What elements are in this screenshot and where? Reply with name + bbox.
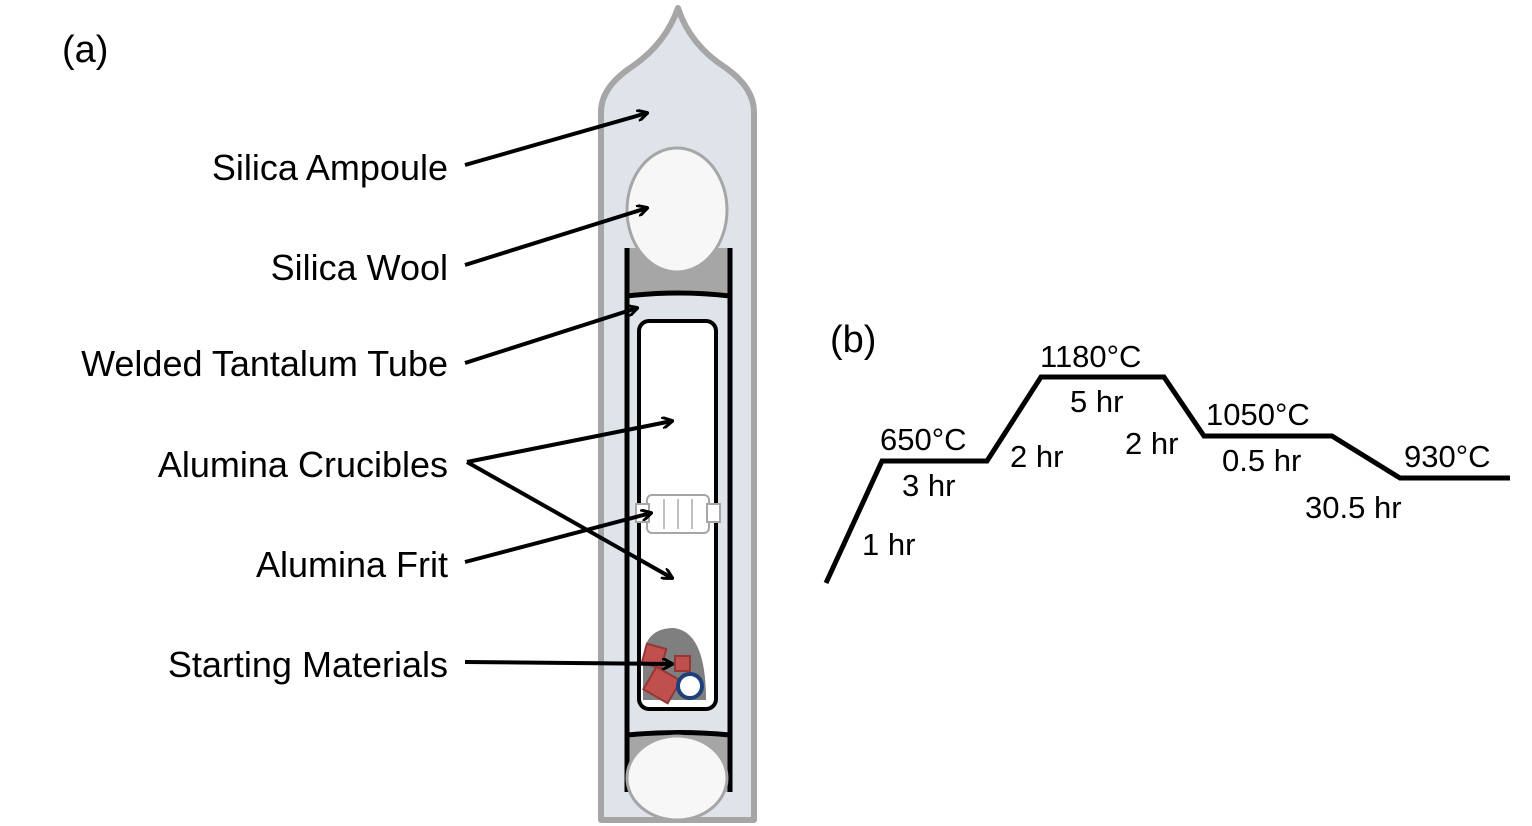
arrow-alumina-crucibles-upper — [466, 421, 672, 464]
arrow-welded-tantalum-tube — [464, 308, 637, 365]
panel-a-label: (a) — [62, 29, 108, 71]
dwell-3-duration: 0.5 hr — [1222, 443, 1301, 478]
arrow-starting-materials — [464, 662, 672, 664]
temperature-profile-line — [823, 374, 1510, 585]
temp-650-label: 650°C — [880, 422, 967, 457]
tantalum-top-weld — [626, 290, 731, 299]
silica-wool-bottom — [625, 734, 729, 822]
temp-1050-label: 1050°C — [1206, 397, 1310, 432]
dwell-2-duration: 5 hr — [1070, 384, 1123, 419]
arrow-silica-wool — [464, 208, 647, 267]
ampoule-diagram — [598, 5, 757, 823]
arrow-alumina-crucibles-lower — [466, 460, 672, 578]
label-alumina-frit: Alumina Frit — [256, 544, 448, 585]
tantalum-bottom-weld — [626, 730, 731, 738]
label-welded-tantalum-tube: Welded Tantalum Tube — [81, 343, 448, 384]
dwell-1-duration: 3 hr — [902, 468, 955, 503]
label-silica-ampoule: Silica Ampoule — [212, 147, 448, 188]
ramp-1-duration: 1 hr — [862, 527, 915, 562]
label-starting-materials: Starting Materials — [168, 644, 448, 685]
ramp-2-duration: 2 hr — [1010, 439, 1063, 474]
temp-1180-label: 1180°C — [1040, 339, 1141, 374]
panel-b-label: (b) — [830, 319, 876, 361]
label-silica-wool: Silica Wool — [271, 247, 448, 288]
starting-materials-shape — [640, 628, 706, 705]
temp-930-label: 930°C — [1404, 439, 1491, 474]
leader-arrows — [464, 113, 672, 664]
silica-wool-top — [625, 146, 729, 274]
arrow-alumina-frit — [464, 513, 651, 564]
ramp-3-duration: 2 hr — [1125, 426, 1178, 461]
ramp-4-duration: 30.5 hr — [1305, 490, 1402, 525]
label-alumina-crucibles: Alumina Crucibles — [158, 444, 448, 485]
arrow-silica-ampoule — [464, 113, 647, 167]
